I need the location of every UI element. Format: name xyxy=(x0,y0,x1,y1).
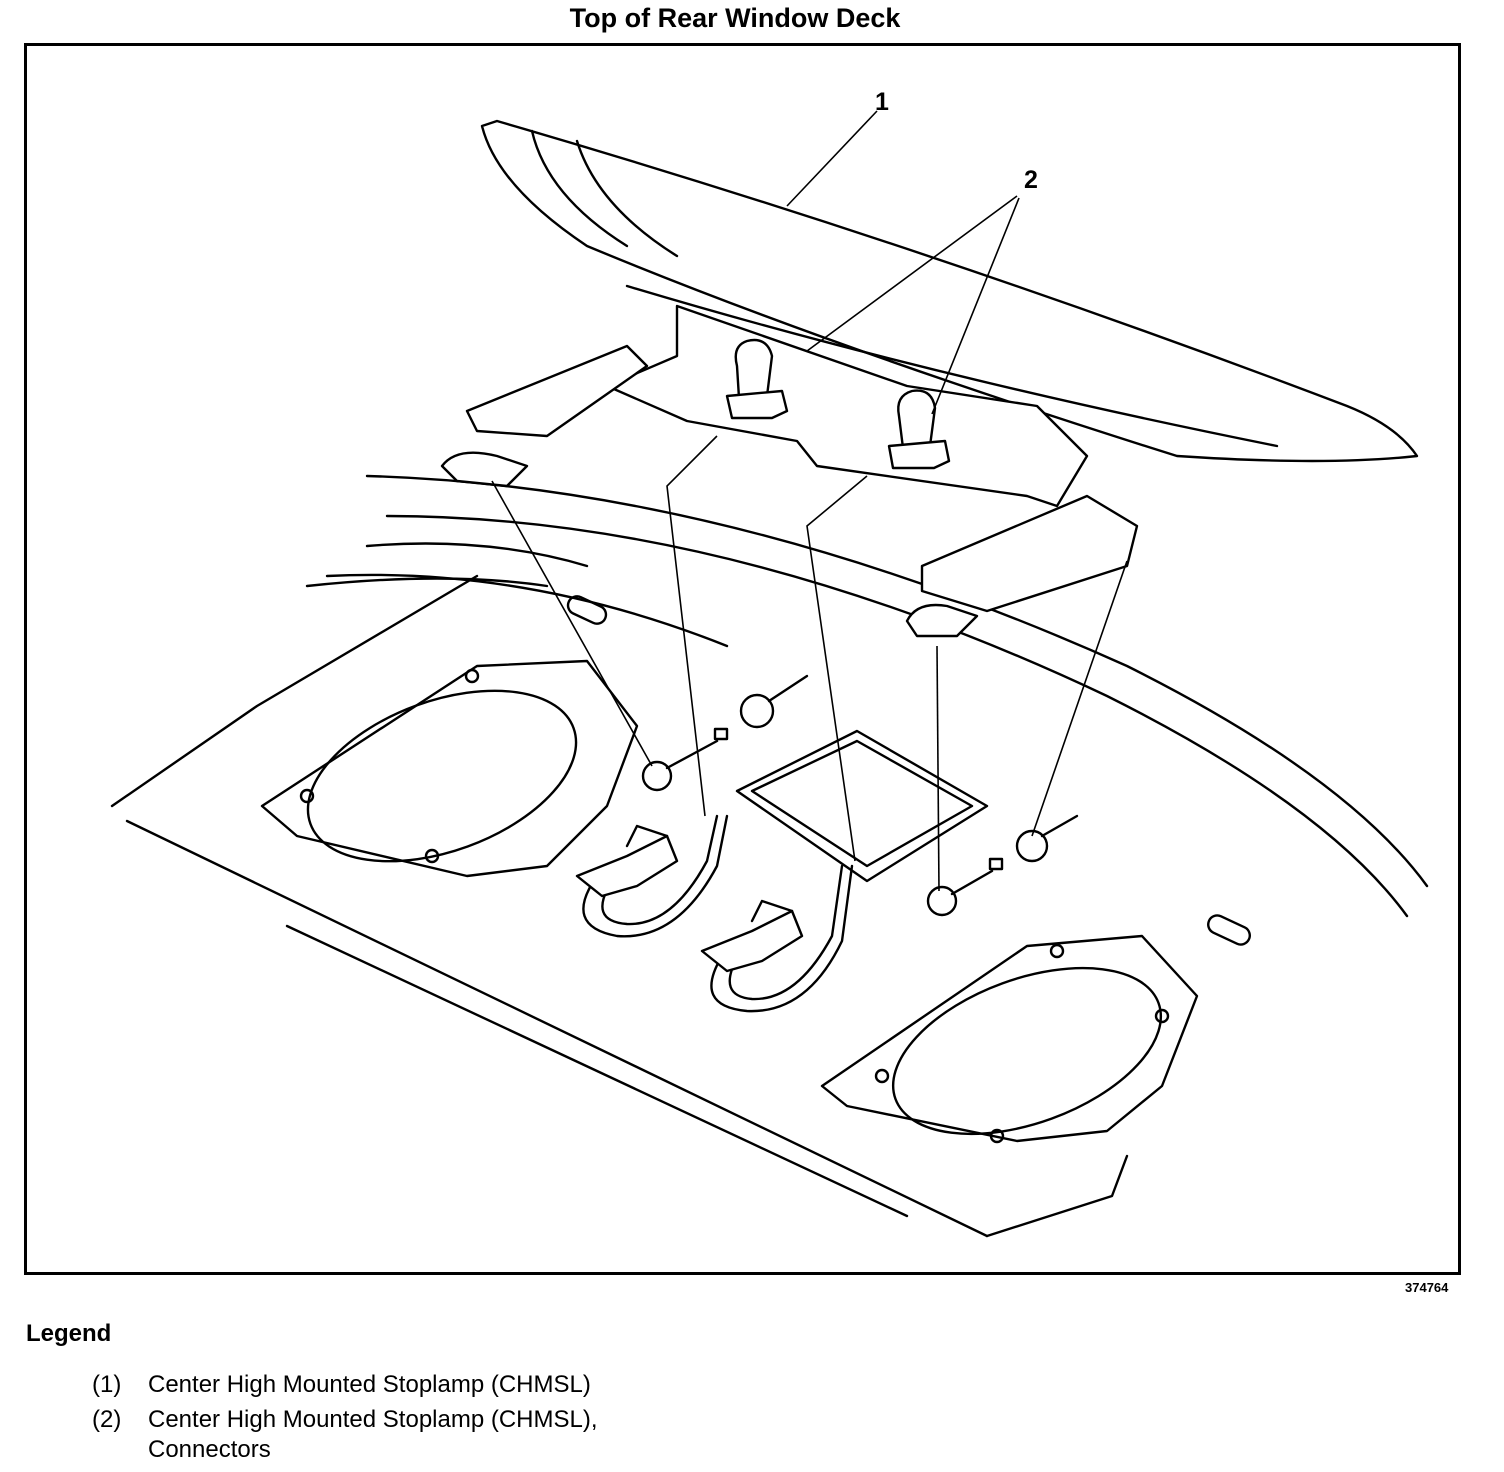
leader-lines xyxy=(491,110,1128,892)
harness-connectors xyxy=(575,814,854,1013)
legend-item-text: Center High Mounted Stoplamp (CHMSL) xyxy=(148,1371,591,1398)
callout-2: 2 xyxy=(1024,166,1038,194)
figure-number: 374764 xyxy=(1405,1280,1449,1295)
diagram-frame: 1 2 xyxy=(24,43,1461,1275)
deck-panel xyxy=(110,474,1429,1238)
legend-item-number: (2) xyxy=(92,1406,122,1433)
legend-item: (1) Center High Mounted Stoplamp (CHMSL) xyxy=(92,1370,708,1400)
chmsl-illustration xyxy=(110,110,1429,1238)
legend-item-number: (1) xyxy=(92,1371,122,1398)
legend-item-text: Center High Mounted Stoplamp (CHMSL), Co… xyxy=(148,1406,598,1463)
diagram-title: Top of Rear Window Deck xyxy=(569,3,901,33)
chmsl-lamp xyxy=(440,119,1419,638)
legend-heading: Legend xyxy=(26,1320,112,1347)
callout-1: 1 xyxy=(875,88,889,116)
legend-item: (2) Center High Mounted Stoplamp (CHMSL),… xyxy=(92,1405,708,1465)
